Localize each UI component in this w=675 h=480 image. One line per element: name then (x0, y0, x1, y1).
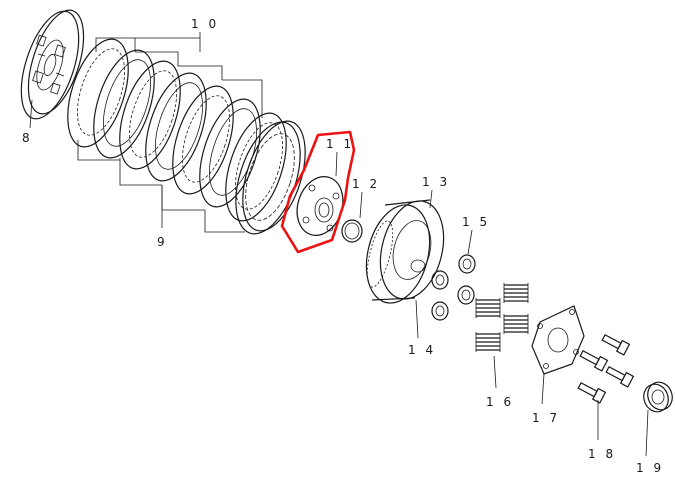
part-18-bolts (577, 333, 635, 404)
part-9-clutch-plates (67, 38, 306, 235)
part-11-highlight-outline (280, 130, 356, 254)
callout-16: 1 6 (486, 395, 514, 409)
callout-8: 8 (22, 131, 33, 145)
part-12-ring (341, 219, 363, 243)
callout-9: 9 (157, 235, 168, 249)
bracket-9 (77, 140, 245, 233)
callout-14: 1 4 (408, 343, 436, 357)
callout-19: 1 9 (636, 461, 664, 475)
callout-10: 1 0 (191, 17, 219, 31)
bracket-10 (95, 32, 263, 118)
part-11-clutch-center (296, 176, 344, 236)
part-16-springs (475, 283, 529, 352)
part-17-lifter-plate (531, 305, 585, 375)
callout-18: 1 8 (588, 447, 616, 461)
callout-13: 1 3 (422, 175, 450, 189)
part-15-washers (431, 254, 476, 321)
part-8-pressure-plate (20, 9, 85, 120)
part-19-bearing (643, 381, 673, 413)
part-13-clutch-basket (365, 199, 445, 304)
callout-11: 1 1 (326, 137, 354, 151)
callout-17: 1 7 (532, 411, 560, 425)
callout-15: 1 5 (462, 215, 490, 229)
callout-12: 1 2 (352, 177, 380, 191)
